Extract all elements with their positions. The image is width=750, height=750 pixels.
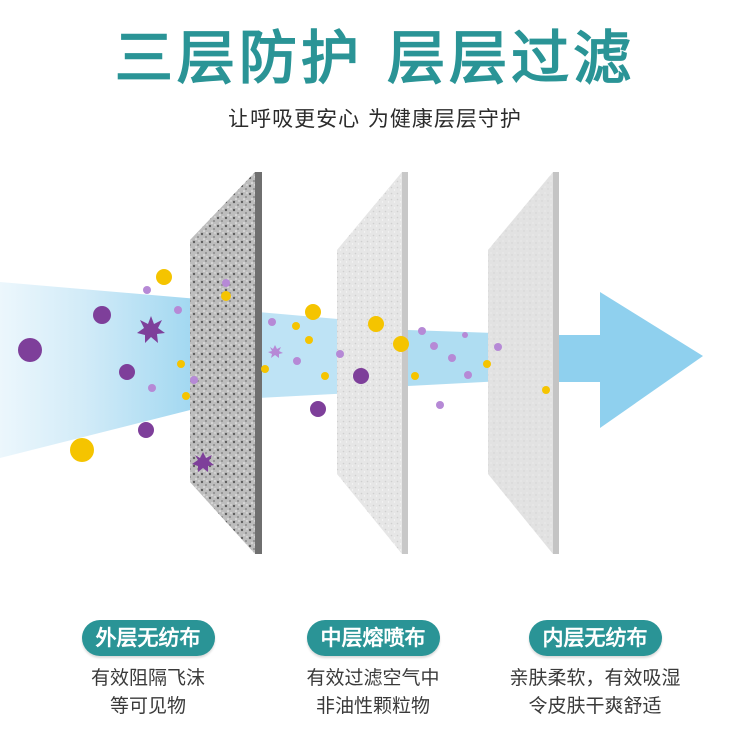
- outer-layer-desc-line1: 有效阻隔飞沫: [90, 667, 205, 689]
- virus-icon-small: [192, 452, 214, 472]
- middle-layer-badge: 中层熔喷布: [306, 620, 440, 656]
- outer-layer-badge: 外层无纺布: [81, 620, 215, 656]
- virus-icon: [137, 316, 165, 343]
- particles-fine: [393, 327, 550, 409]
- outer-layer-panel: [190, 172, 262, 554]
- outer-layer-caption: 外层无纺布 有效阻隔飞沫 等可见物: [48, 620, 248, 720]
- middle-layer-desc-line2: 非油性颗粒物: [315, 695, 430, 717]
- particles-mid: [261, 304, 384, 417]
- inner-layer-badge: 内层无纺布: [528, 620, 662, 656]
- airflow-arrow-icon: [558, 292, 703, 428]
- inner-layer-panel: [488, 172, 559, 554]
- middle-layer-desc-line1: 有效过滤空气中: [306, 667, 440, 689]
- inner-layer-desc-line2: 令皮肤干爽舒适: [528, 695, 662, 717]
- inner-layer-caption: 内层无纺布 亲肤柔软，有效吸湿 令皮肤干爽舒适: [495, 620, 695, 720]
- particles-incoming: [18, 269, 231, 472]
- middle-layer-caption: 中层熔喷布 有效过滤空气中 非油性颗粒物: [273, 620, 473, 720]
- virus-icon-tiny: [268, 345, 283, 358]
- middle-layer-panel: [337, 172, 408, 554]
- inner-layer-desc-line1: 亲肤柔软，有效吸湿: [509, 667, 681, 689]
- page-title: 三层防护 层层过滤: [114, 24, 636, 92]
- page-subtitle: 让呼吸更安心 为健康层层守护: [228, 107, 522, 131]
- outer-layer-desc-line2: 等可见物: [109, 695, 186, 717]
